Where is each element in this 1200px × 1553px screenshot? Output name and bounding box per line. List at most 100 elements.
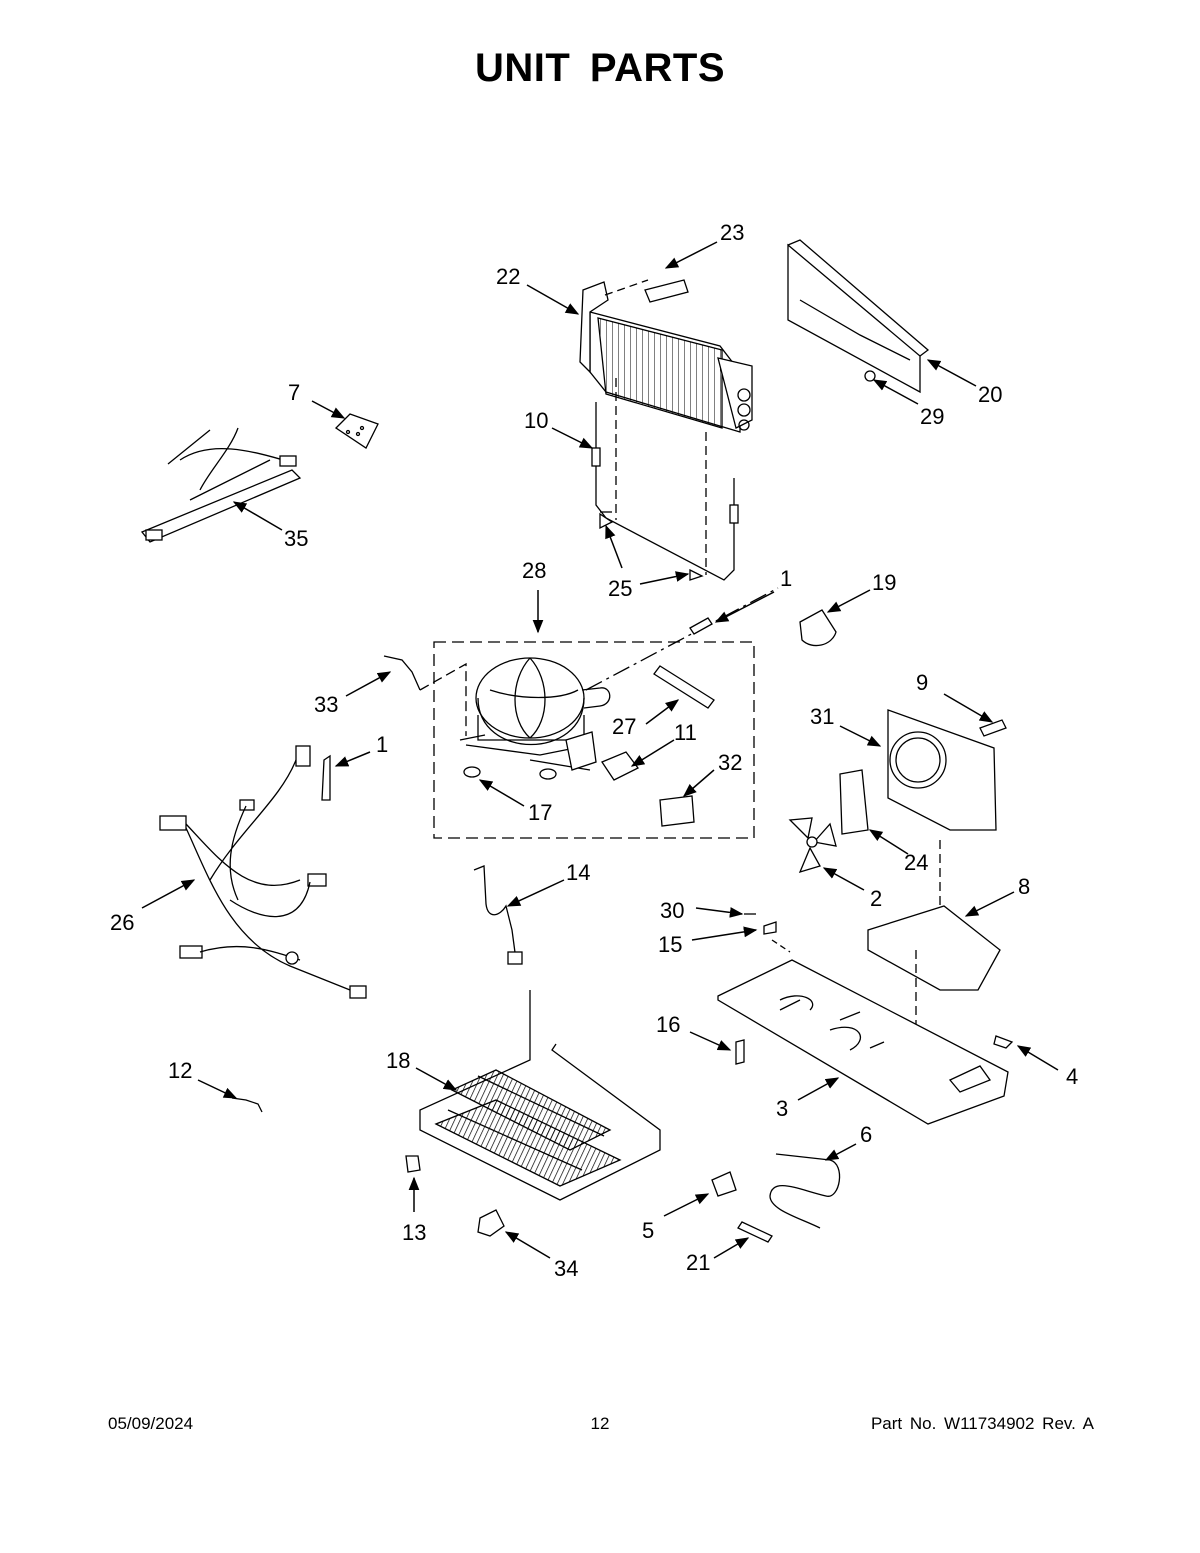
leader-17	[478, 779, 525, 807]
leader-7	[311, 400, 346, 419]
leader-10	[551, 427, 594, 449]
callout-26: 26	[110, 910, 134, 935]
sensor-34-drawing	[477, 1209, 505, 1237]
dash-line-15	[771, 939, 791, 953]
leader-1b	[334, 751, 371, 767]
leader-24	[868, 829, 909, 855]
leader-5	[663, 1193, 710, 1217]
main-wire-harness-drawing	[159, 745, 367, 999]
leader-16	[689, 1031, 732, 1051]
leader-arrows	[141, 241, 1059, 1259]
leader-27	[645, 699, 680, 725]
leader-34	[504, 1231, 551, 1259]
process-tube-drawing	[383, 655, 421, 691]
leader-19	[826, 589, 871, 613]
callout-4: 4	[1066, 1064, 1078, 1089]
screw-16-drawing	[735, 1039, 745, 1065]
footer-date: 05/09/2024	[108, 1414, 194, 1433]
leader-3	[797, 1077, 840, 1101]
condenser-coil-drawing	[419, 990, 661, 1201]
clamp-13-drawing	[405, 1155, 421, 1173]
screw-1b-drawing	[321, 754, 331, 801]
fan-shroud-drawing	[887, 709, 997, 831]
callout-14: 14	[566, 860, 590, 885]
leader-25b	[639, 571, 690, 585]
bolt-1-top-drawing	[689, 617, 713, 635]
screw-4-drawing	[993, 1035, 1014, 1049]
callout-13: 13	[402, 1220, 426, 1245]
callout-5: 5	[642, 1218, 654, 1243]
leader-30	[695, 907, 744, 918]
base-bracket-drawing	[867, 905, 1001, 991]
callout-9: 9	[916, 670, 928, 695]
evaporator-coil-drawing	[579, 279, 753, 433]
sleeve-5-drawing	[711, 1171, 737, 1197]
callout-1-left: 1	[376, 732, 388, 757]
callout-20: 20	[978, 382, 1002, 407]
callout-29: 29	[920, 404, 944, 429]
callout-15: 15	[658, 932, 682, 957]
callout-10: 10	[524, 408, 548, 433]
leader-12	[197, 1079, 238, 1099]
leader-2	[822, 867, 865, 891]
dash-line-8	[915, 840, 941, 1096]
callout-24: 24	[904, 850, 928, 875]
callout-19: 19	[872, 570, 896, 595]
compressor-kit-box	[433, 641, 755, 839]
callout-21: 21	[686, 1250, 710, 1275]
callout-12: 12	[168, 1058, 192, 1083]
tube-21-drawing	[737, 1221, 773, 1243]
fan-motor-drawing	[839, 769, 869, 835]
callout-2: 2	[870, 886, 882, 911]
hose-6-drawing	[769, 1153, 841, 1229]
leader-26	[141, 879, 196, 909]
callout-22: 22	[496, 264, 520, 289]
page-title: UNIT PARTS	[474, 46, 726, 90]
wire-harness-35-drawing	[140, 427, 302, 543]
drain-connector-drawing	[507, 951, 523, 965]
callout-34: 34	[554, 1256, 578, 1281]
callout-35: 35	[284, 526, 308, 551]
callout-30: 30	[660, 898, 684, 923]
callout-31: 31	[810, 704, 834, 729]
leader-15	[691, 926, 758, 941]
leader-6	[824, 1143, 857, 1161]
leader-20	[926, 359, 977, 387]
footer-part-number: Part No. W11734902 Rev. A	[870, 1414, 1094, 1433]
callout-numbers: 22 23 20 29 7 10 35 25 28 1 19 33 27 11 …	[110, 220, 1078, 1281]
leader-31	[839, 725, 882, 747]
leader-9	[943, 693, 994, 723]
leader-32	[682, 769, 715, 797]
machine-base-drawing	[717, 959, 1009, 1125]
callout-25: 25	[608, 576, 632, 601]
leader-21	[713, 1237, 750, 1259]
clip-19-drawing	[799, 609, 837, 647]
relay-drawing	[601, 751, 639, 781]
callout-28: 28	[522, 558, 546, 583]
callout-27: 27	[612, 714, 636, 739]
clip-12-drawing	[231, 1097, 263, 1113]
part-drawings	[140, 239, 1014, 1243]
callout-7: 7	[288, 380, 300, 405]
callout-16: 16	[656, 1012, 680, 1037]
fan-blade-drawing	[788, 817, 837, 874]
evaporator-cover-drawing	[787, 239, 930, 394]
leader-14	[506, 879, 565, 907]
callout-8: 8	[1018, 874, 1030, 899]
leader-33	[345, 671, 392, 697]
callout-32: 32	[718, 750, 742, 775]
leader-11	[630, 739, 675, 767]
callout-17: 17	[528, 800, 552, 825]
dash-line-33	[419, 662, 467, 736]
drier-drawing	[653, 665, 715, 709]
leader-25a	[605, 524, 623, 569]
footer-page-number: 12	[590, 1414, 610, 1433]
screw-9-drawing	[979, 719, 1007, 737]
callout-1-top: 1	[780, 566, 792, 591]
leader-23	[664, 241, 718, 269]
callout-23: 23	[720, 220, 744, 245]
compressor-drawing	[459, 657, 611, 780]
callout-33: 33	[314, 692, 338, 717]
callout-11: 11	[674, 720, 697, 745]
